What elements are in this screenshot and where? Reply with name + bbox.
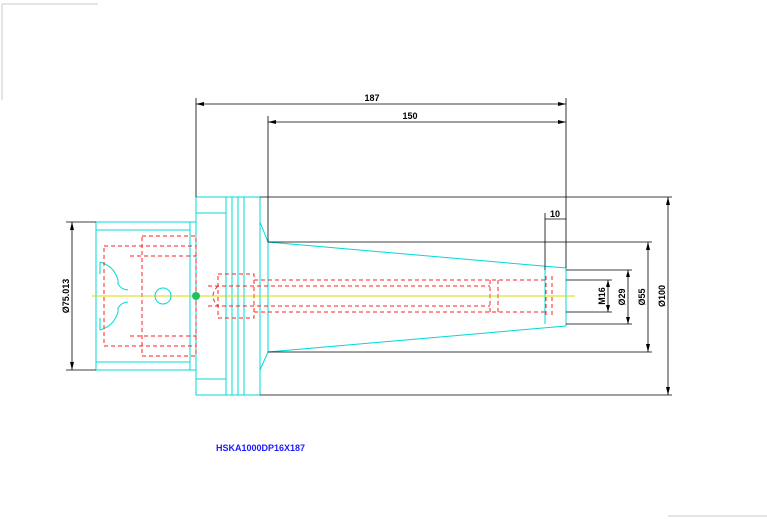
dimension-lines [66,98,672,396]
dim-overall-length: 187 [364,93,379,103]
page-frame [1,3,767,517]
center-point [192,292,200,300]
dimension-arrows [70,102,670,395]
dim-flange-dia: Ø75.013 [61,279,71,314]
dim-tip-length: 10 [550,209,560,219]
center-line [92,287,575,305]
taper-top [259,221,567,269]
dim-thread: M16 [597,287,607,305]
dim-nose-dia: Ø55 [637,288,647,305]
part-number-label: HSKA1000DP16X187 [216,443,305,453]
coolant-hole [154,287,172,305]
taper-bottom [259,325,567,371]
dim-gauge-length: 150 [402,111,417,121]
dim-bore-dia: Ø29 [617,288,627,305]
dim-body-dia: Ø100 [657,285,667,307]
